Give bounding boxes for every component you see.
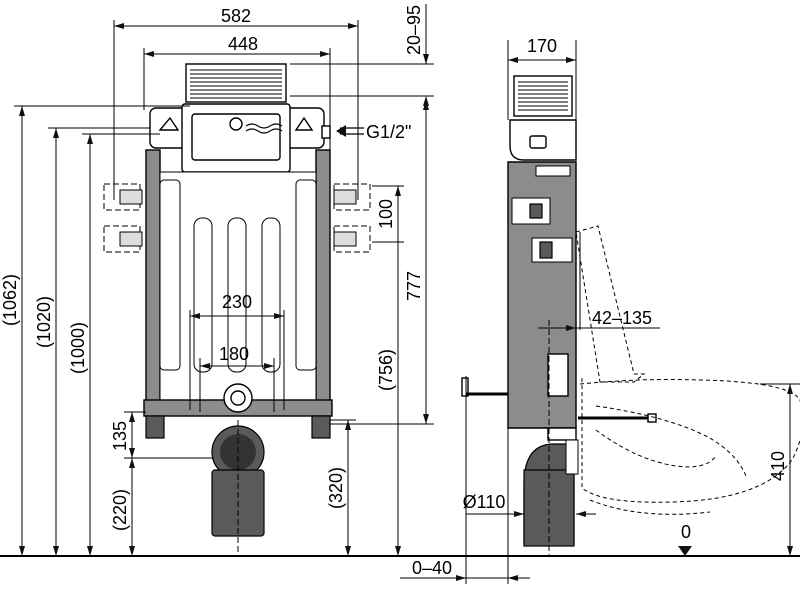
dim-0-40: 0–40 <box>412 558 452 578</box>
dim-o110: Ø110 <box>463 492 506 512</box>
dim-320: (320) <box>326 467 346 509</box>
dim-448: 448 <box>228 34 258 54</box>
side-view: 170 <box>400 36 800 584</box>
dim-1000: (1000) <box>68 322 88 374</box>
dim-180: 180 <box>219 344 249 364</box>
dim-1062: (1062) <box>0 274 20 326</box>
front-view: 582 448 <box>0 4 434 556</box>
dim-410: 410 <box>768 451 788 481</box>
dim-756: (756) <box>376 349 396 391</box>
dim-1020: (1020) <box>34 296 54 348</box>
dim-g12: G1/2" <box>366 122 411 142</box>
floor-marker-icon <box>678 546 692 556</box>
dim-100: 100 <box>376 199 396 229</box>
dim-0: 0 <box>681 522 691 542</box>
dim-777: 777 <box>404 271 424 301</box>
dim-230: 230 <box>222 292 252 312</box>
dim-220: (220) <box>110 489 130 531</box>
dim-42-135: 42–135 <box>592 308 652 328</box>
dim-135: 135 <box>110 421 130 451</box>
dim-20-95: 20–95 <box>404 5 424 55</box>
dim-170: 170 <box>527 36 557 56</box>
dim-582: 582 <box>221 6 251 26</box>
